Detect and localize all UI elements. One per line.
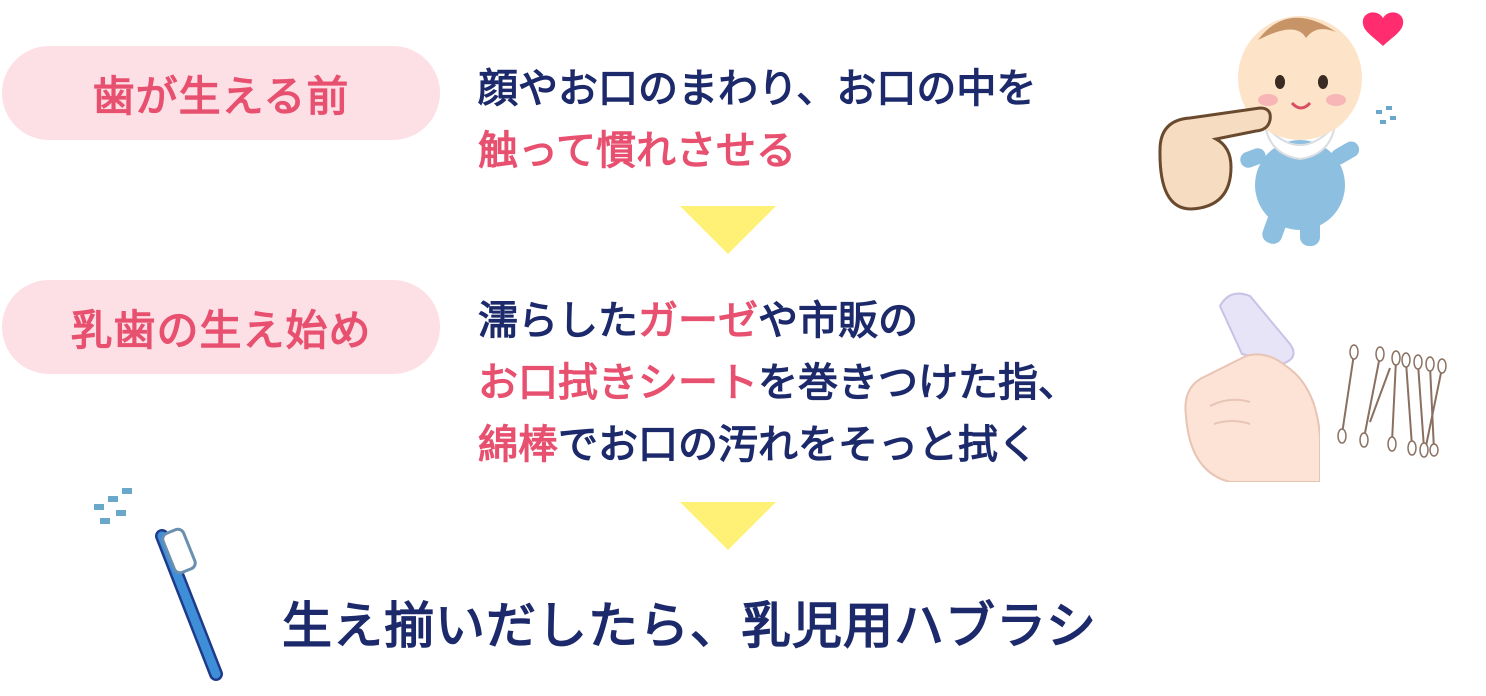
stage-label-before-teeth: 歯が生える前	[2, 46, 440, 140]
heart-icon	[1362, 12, 1404, 46]
step2-description: 濡らしたガーゼや市販の お口拭きシートを巻きつけた指、 綿棒でお口の汚れをそっと…	[478, 290, 1078, 476]
step2-line2-text: を巻きつけた指、	[758, 360, 1078, 406]
step1-description: 顔やお口のまわり、お口の中を 触って慣れさせる	[478, 58, 1036, 182]
step1-line2: 触って慣れさせる	[478, 128, 796, 174]
step2-line3: 綿棒でお口の汚れをそっと拭く	[478, 414, 1078, 476]
stage-label-teething: 乳歯の生え始め	[2, 280, 440, 374]
finger-gauze-illustration	[1184, 292, 1320, 482]
toothbrush-illustration	[94, 488, 223, 681]
flow-arrow-1	[680, 206, 776, 254]
step2-line3-swab: 綿棒	[478, 422, 558, 468]
step2-line1: 濡らしたガーゼや市販の	[478, 290, 1078, 352]
step2-line1-text-a: 濡らした	[478, 298, 638, 344]
step2-line1-gauze: ガーゼ	[638, 298, 758, 344]
step1-line1: 顔やお口のまわり、お口の中を	[478, 66, 1037, 112]
final-step-text: 生え揃いだしたら、乳児用ハブラシ	[282, 597, 1097, 655]
cotton-swabs-illustration	[1337, 344, 1447, 458]
step2-line2-sheet: お口拭きシート	[478, 360, 758, 406]
step2-line3-text: でお口の汚れをそっと拭く	[558, 422, 1038, 468]
step2-line1-text-b: や市販の	[758, 298, 918, 344]
baby-pointing-illustration	[1158, 12, 1404, 246]
flow-arrow-2	[680, 502, 776, 550]
step2-line2: お口拭きシートを巻きつけた指、	[478, 352, 1078, 414]
